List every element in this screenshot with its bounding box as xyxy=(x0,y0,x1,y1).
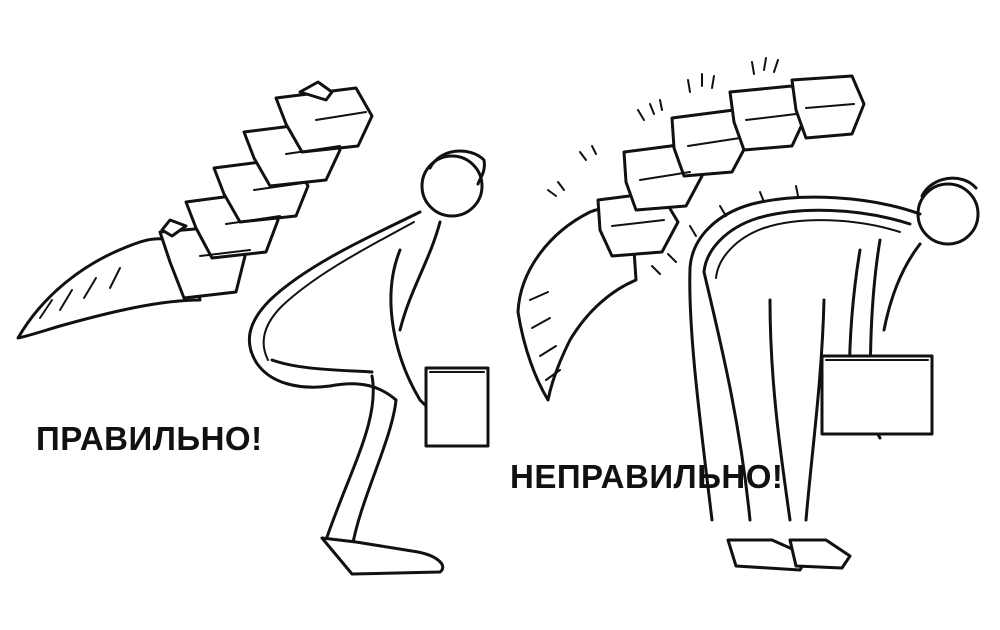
correct-spine-illustration xyxy=(16,80,490,576)
correct-label: ПРАВИЛЬНО! xyxy=(36,420,263,457)
wrong-label: НЕПРАВИЛЬНО! xyxy=(510,458,784,495)
wrong-spine-illustration xyxy=(516,57,980,572)
